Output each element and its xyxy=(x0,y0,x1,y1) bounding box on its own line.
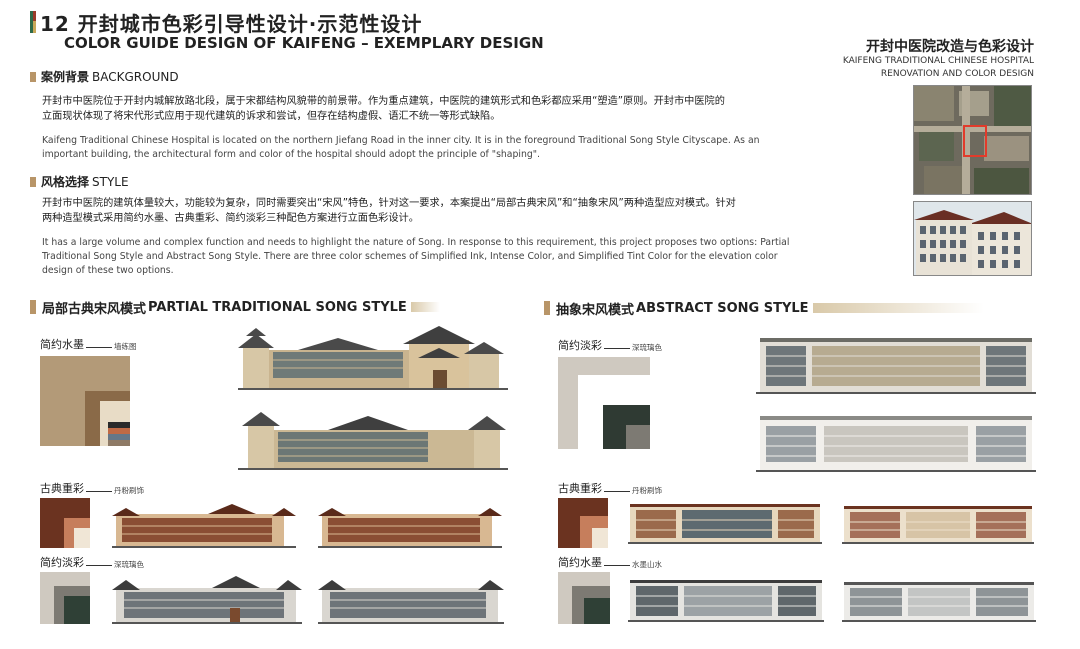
hospital-photo xyxy=(913,201,1032,276)
project-title-en-line2: RENOVATION AND COLOR DESIGN xyxy=(880,69,1034,79)
abstract-scheme-1-label: 简约淡彩深琉璃色 xyxy=(558,339,662,352)
abstract-intense-swatch xyxy=(558,498,608,548)
abstract-tint-elevation-1 xyxy=(756,332,1036,394)
heading-marker-icon xyxy=(30,300,36,314)
partial-style-heading: 局部古典宋风模式 PARTIAL TRADITIONAL SONG STYLE xyxy=(30,296,440,318)
partial-tint-swatch xyxy=(40,572,90,624)
background-text-en: Kaifeng Traditional Chinese Hospital is … xyxy=(42,135,760,160)
partial-tint-elevation-2 xyxy=(318,572,504,624)
abstract-tint-elevation-2 xyxy=(756,412,1036,472)
partial-scheme-3-label: 简约淡彩深琉璃色 xyxy=(40,556,144,569)
partial-tint-elevation-1 xyxy=(112,572,302,624)
abstract-intense-elevation-2 xyxy=(842,502,1034,544)
partial-intense-elevation-2 xyxy=(318,500,502,548)
heading-marker-icon xyxy=(544,301,550,315)
background-heading: 案例背景 BACKGROUND xyxy=(30,68,179,85)
partial-ink-elevation-2 xyxy=(238,402,508,472)
partial-ink-elevation-1 xyxy=(238,322,508,392)
partial-intense-elevation-1 xyxy=(112,500,296,548)
style-text-cn: 开封市中医院的建筑体量较大，功能较为复杂，同时需要突出“宋风”特色，针对这一要求… xyxy=(42,198,736,224)
style-text-en: It has a large volume and complex functi… xyxy=(42,237,790,276)
project-title: 开封中医院改造与色彩设计 xyxy=(866,39,1034,55)
aerial-photo xyxy=(913,85,1032,195)
abstract-scheme-3-label: 简约水墨水墨山水 xyxy=(558,556,662,569)
abstract-style-heading: 抽象宋风模式 ABSTRACT SONG STYLE xyxy=(544,297,984,319)
project-title-en-line1: KAIFENG TRADITIONAL CHINESE HOSPITAL xyxy=(842,56,1034,66)
page-subtitle: COLOR GUIDE DESIGN OF KAIFENG – EXEMPLAR… xyxy=(64,34,544,52)
abstract-tint-swatch xyxy=(558,357,650,449)
abstract-intense-elevation-1 xyxy=(628,500,822,544)
abstract-ink-elevation-1 xyxy=(628,576,824,622)
abstract-ink-elevation-2 xyxy=(842,578,1036,622)
abstract-ink-swatch xyxy=(558,572,610,624)
partial-ink-swatch xyxy=(40,356,130,446)
abstract-scheme-2-label: 古典重彩丹粉刷饰 xyxy=(558,482,662,495)
background-text-cn: 开封市中医院位于开封内城解放路北段，属于宋都结构风貌带的前景带。作为重点建筑，中… xyxy=(42,96,725,122)
heading-marker-icon xyxy=(30,71,36,82)
partial-intense-swatch xyxy=(40,498,90,548)
heading-marker-icon xyxy=(30,176,36,187)
page-title: 12 开封城市色彩引导性设计·示范性设计 xyxy=(40,12,423,36)
style-heading: 风格选择 STYLE xyxy=(30,173,129,190)
partial-scheme-2-label: 古典重彩丹粉刷饰 xyxy=(40,482,144,495)
partial-scheme-1-label: 简约水墨墙练图 xyxy=(40,338,137,351)
title-mark-icon xyxy=(30,11,36,33)
